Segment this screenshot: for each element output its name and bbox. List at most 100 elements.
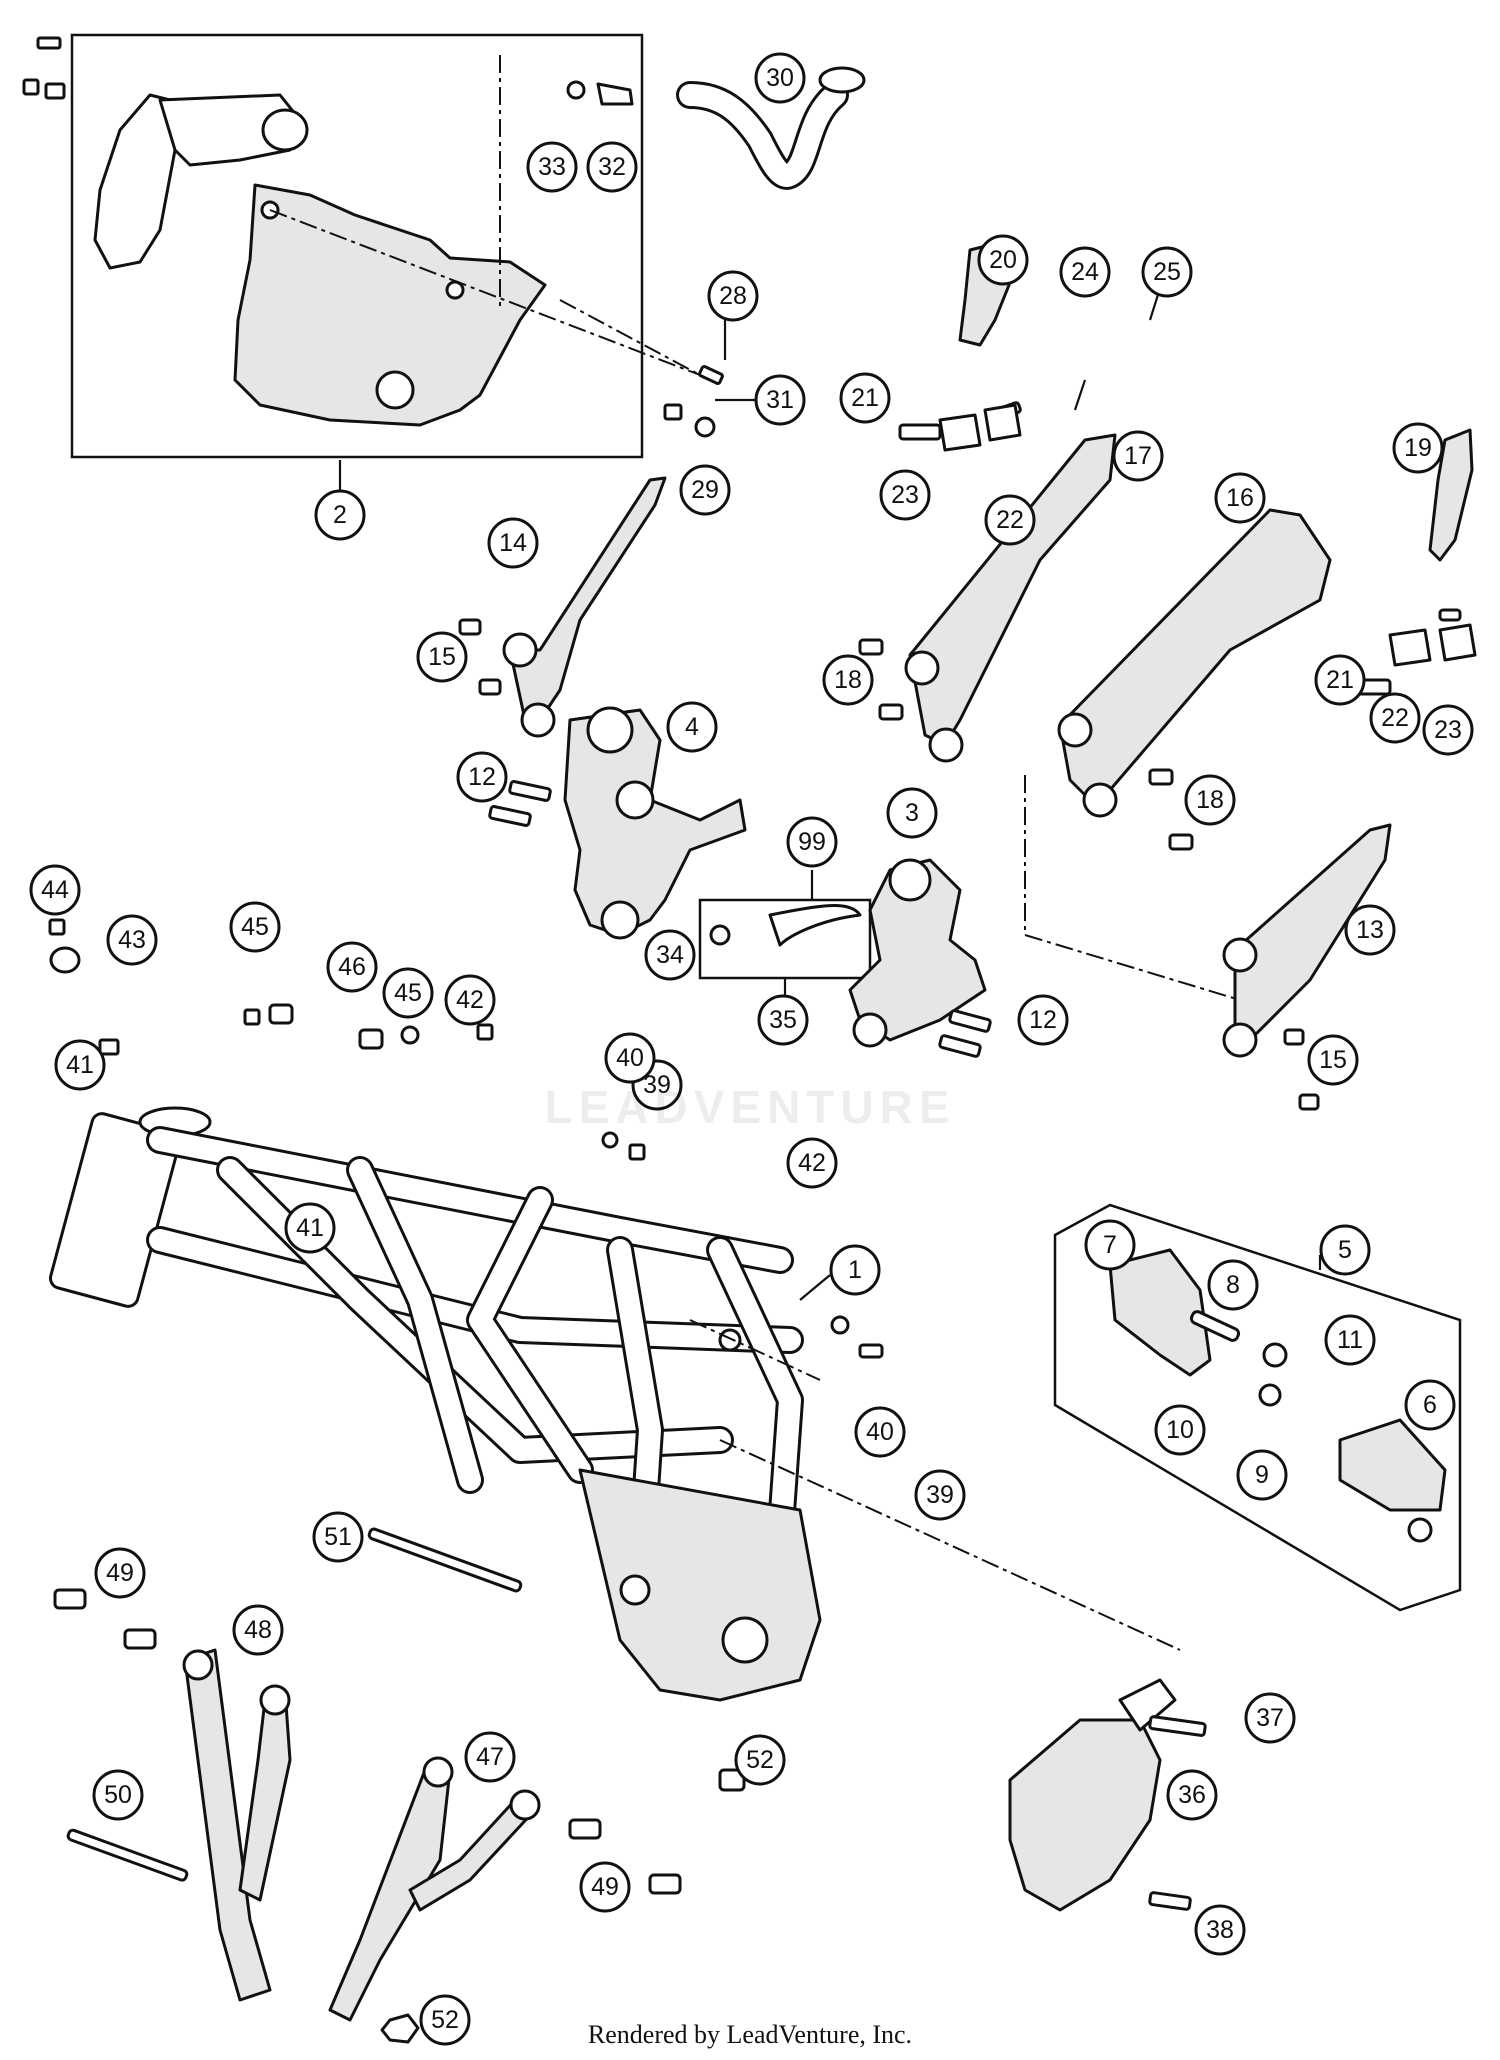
- svg-text:51: 51: [324, 1523, 352, 1551]
- assembly-line: [719, 1439, 1181, 1651]
- callout-15: 15: [416, 631, 468, 683]
- callout-22: 22: [1369, 692, 1421, 744]
- callout-40: 40: [604, 1032, 656, 1084]
- callout-2: 2: [314, 489, 366, 541]
- svg-text:9: 9: [1255, 1461, 1269, 1489]
- svg-text:10: 10: [1166, 1416, 1194, 1444]
- callout-34: 34: [644, 929, 696, 981]
- callout-52: 52: [419, 1994, 471, 2046]
- strut-icon: [182, 1648, 541, 2022]
- callout-15: 15: [1307, 1034, 1359, 1086]
- svg-text:28: 28: [719, 282, 747, 310]
- callout-21: 21: [839, 372, 891, 424]
- svg-text:16: 16: [1226, 484, 1254, 512]
- footrest-bracket-icon: [563, 706, 747, 940]
- hose-icon: [676, 66, 866, 190]
- watermark: LEADVENTURE: [544, 1081, 956, 1133]
- svg-text:99: 99: [798, 828, 826, 856]
- assembly-line: [269, 209, 701, 376]
- side-plate-icon: [502, 476, 667, 738]
- svg-text:20: 20: [989, 246, 1017, 274]
- leader-line: [799, 1274, 831, 1301]
- svg-text:24: 24: [1071, 258, 1099, 286]
- svg-text:52: 52: [746, 1746, 774, 1774]
- callout-33: 33: [526, 141, 578, 193]
- svg-text:22: 22: [1381, 704, 1409, 732]
- svg-text:14: 14: [499, 529, 527, 557]
- svg-text:33: 33: [538, 153, 566, 181]
- callout-10: 10: [1154, 1404, 1206, 1456]
- svg-text:52: 52: [431, 2006, 459, 2034]
- svg-text:1: 1: [848, 1256, 862, 1284]
- svg-text:38: 38: [1206, 1916, 1234, 1944]
- svg-text:30: 30: [766, 64, 794, 92]
- svg-text:29: 29: [691, 476, 719, 504]
- lever-icon: [709, 904, 862, 947]
- callout-52: 52: [734, 1734, 786, 1786]
- callout-23: 23: [879, 469, 931, 521]
- svg-text:41: 41: [296, 1214, 324, 1242]
- svg-text:12: 12: [468, 763, 496, 791]
- callout-45: 45: [382, 967, 434, 1019]
- callout-7: 7: [1084, 1219, 1136, 1271]
- svg-text:23: 23: [1434, 716, 1462, 744]
- callout-16: 16: [1214, 472, 1266, 524]
- callout-1: 1: [829, 1244, 881, 1296]
- callout-41: 41: [284, 1202, 336, 1254]
- svg-text:19: 19: [1404, 434, 1432, 462]
- svg-text:8: 8: [1226, 1271, 1240, 1299]
- callout-6: 6: [1404, 1379, 1456, 1431]
- svg-text:6: 6: [1423, 1391, 1437, 1419]
- svg-text:43: 43: [118, 926, 146, 954]
- callout-43: 43: [106, 914, 158, 966]
- side-plate-icon: [1222, 823, 1392, 1111]
- svg-text:17: 17: [1124, 442, 1152, 470]
- bolt-icon: [48, 918, 884, 2044]
- callout-41: 41: [54, 1039, 106, 1091]
- svg-text:34: 34: [656, 941, 684, 969]
- svg-text:18: 18: [834, 666, 862, 694]
- callout-12: 12: [456, 751, 508, 803]
- callout-49: 49: [579, 1861, 631, 1913]
- svg-text:15: 15: [428, 643, 456, 671]
- svg-text:4: 4: [685, 713, 699, 741]
- callout-25: 25: [1141, 246, 1193, 298]
- svg-text:37: 37: [1256, 1704, 1284, 1732]
- callout-19: 19: [1392, 422, 1444, 474]
- svg-text:39: 39: [926, 1481, 954, 1509]
- skid-plate-icon: [93, 93, 547, 427]
- callout-18: 18: [1184, 774, 1236, 826]
- callout-21: 21: [1314, 654, 1366, 706]
- svg-text:32: 32: [598, 153, 626, 181]
- svg-text:2: 2: [333, 501, 347, 529]
- callout-38: 38: [1194, 1904, 1246, 1956]
- svg-text:22: 22: [996, 506, 1024, 534]
- svg-text:11: 11: [1337, 1326, 1363, 1354]
- callout-13: 13: [1344, 904, 1396, 956]
- bolt-icon: [22, 36, 724, 438]
- svg-text:7: 7: [1103, 1231, 1117, 1259]
- callout-47: 47: [464, 1731, 516, 1783]
- svg-text:3: 3: [905, 799, 919, 827]
- callout-39: 39: [914, 1469, 966, 1521]
- svg-text:49: 49: [591, 1873, 619, 1901]
- svg-text:41: 41: [66, 1051, 94, 1079]
- strut-icon: [904, 433, 1332, 818]
- callout-45: 45: [229, 901, 281, 953]
- svg-text:45: 45: [394, 979, 422, 1007]
- callout-18: 18: [822, 654, 874, 706]
- callout-20: 20: [977, 234, 1029, 286]
- svg-text:36: 36: [1178, 1781, 1206, 1809]
- callout-46: 46: [326, 941, 378, 993]
- callout-99: 99: [786, 816, 838, 868]
- svg-text:13: 13: [1356, 916, 1384, 944]
- callout-12: 12: [1017, 994, 1069, 1046]
- callout-50: 50: [92, 1769, 144, 1821]
- svg-text:42: 42: [456, 986, 484, 1014]
- callout-42: 42: [786, 1137, 838, 1189]
- render-credit: Rendered by LeadVenture, Inc.: [587, 2020, 913, 2049]
- callout-22: 22: [984, 494, 1036, 546]
- svg-text:18: 18: [1196, 786, 1224, 814]
- callout-29: 29: [679, 464, 731, 516]
